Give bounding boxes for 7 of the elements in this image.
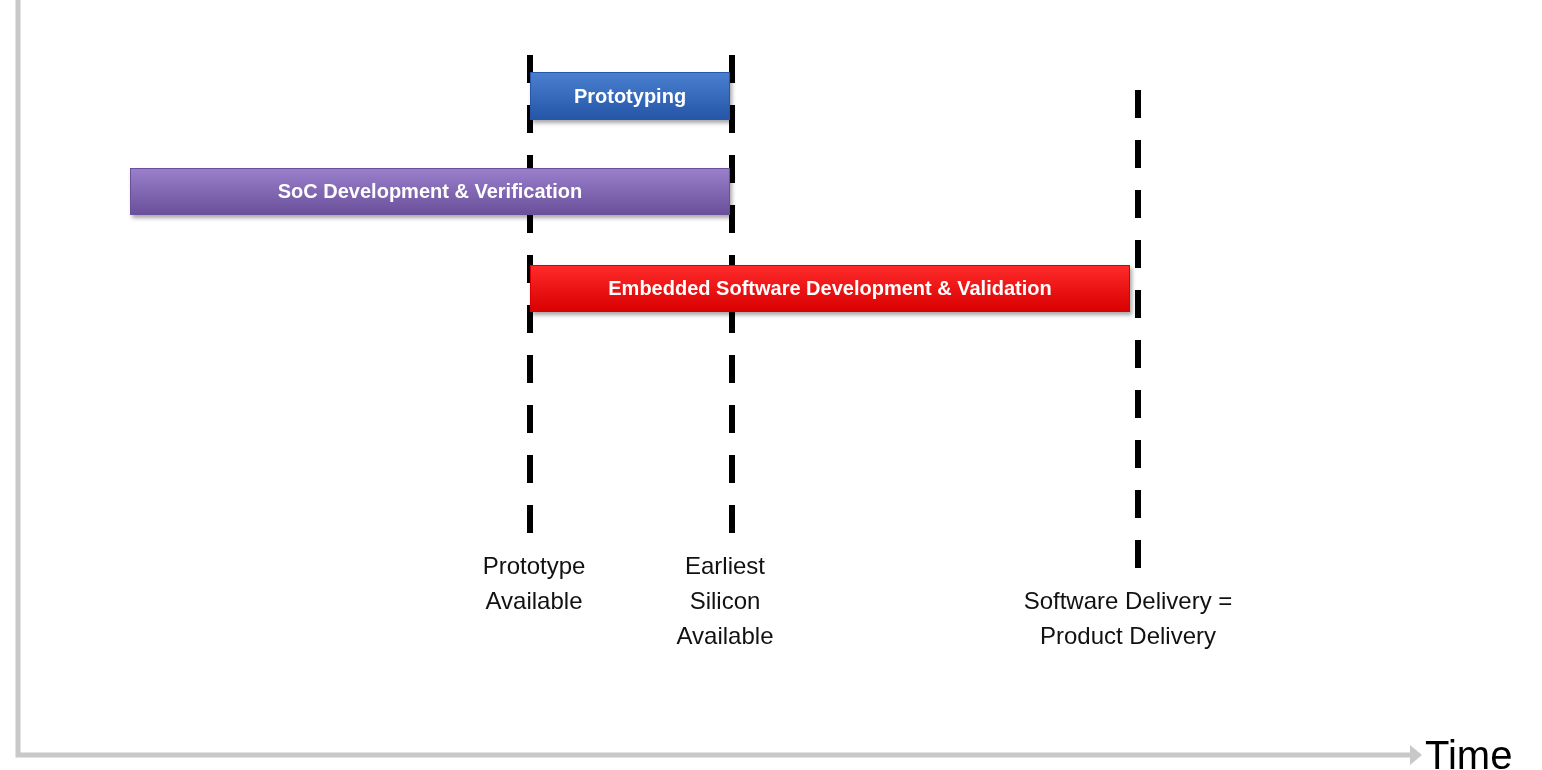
axis-label: Time <box>1425 735 1513 770</box>
task-bar: Embedded Software Development & Validation <box>530 265 1130 312</box>
milestone-label: Earliest Silicon Available <box>675 551 775 651</box>
task-bar: SoC Development & Verification <box>130 168 730 215</box>
milestone-label: Prototype Available <box>481 551 587 616</box>
task-bar: Prototyping <box>530 72 730 120</box>
milestone-label: Software Delivery = Product Delivery <box>1022 586 1234 651</box>
